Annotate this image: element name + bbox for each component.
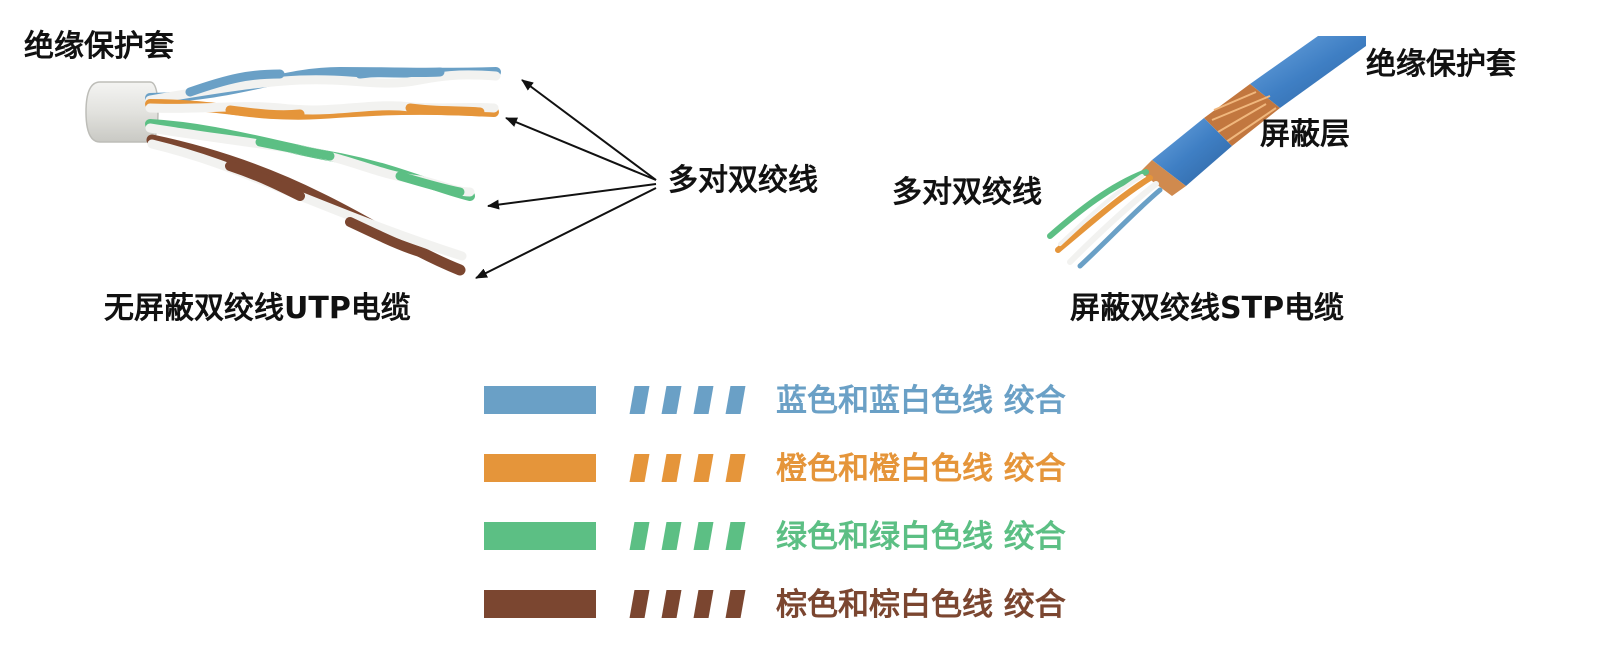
arrow-to-green-pair [487,183,657,210]
arrow-to-blue-pair [521,79,657,181]
legend-dash-swatch [725,454,746,482]
legend-dash-swatch [693,522,714,550]
utp-brown-pair [146,134,467,276]
legend-text: 棕色和棕白色线 绞合 [776,587,1066,623]
stp-pairs-label: 多对双绞线 [892,175,1042,210]
legend-dash-swatch [725,590,746,618]
legend-dash-swatch [661,590,682,618]
legend-solid-swatch [484,386,596,414]
legend-row-orange: 橙色和橙白色线 绞合 [484,452,1124,486]
utp-green-pair [145,119,475,201]
legend-dash-swatch [629,454,650,482]
utp-jacket [85,81,159,143]
legend-dash-swatch [693,590,714,618]
legend-solid-swatch [484,590,596,618]
legend-dash-swatch [661,522,682,550]
stp-inner-jacket [1152,118,1232,186]
arrow-to-brown-pair [475,187,657,279]
legend-dash-swatch [661,454,682,482]
legend-dash-swatch [629,522,650,550]
utp-blue-pair [145,66,501,105]
legend-row-blue: 蓝色和蓝白色线 绞合 [484,384,1124,418]
utp-cable [85,66,501,276]
pair-arrows [475,79,657,279]
stp-jacket-label: 绝缘保护套 [1366,47,1516,82]
legend-dash-swatch [693,454,714,482]
stp-outer-jacket [1250,36,1366,108]
legend-row-brown: 棕色和棕白色线 绞合 [484,588,1124,622]
utp-jacket-label: 绝缘保护套 [24,29,174,64]
legend-dash-swatch [661,386,682,414]
stp-pairs [1047,169,1163,269]
legend-dash-swatch [725,522,746,550]
legend-dash-swatch [629,386,650,414]
legend-text: 蓝色和蓝白色线 绞合 [776,383,1066,419]
legend-dash-swatch [629,590,650,618]
utp-orange-pair [145,99,499,120]
stp-cable [1047,36,1366,269]
legend-text: 橙色和橙白色线 绞合 [776,451,1066,487]
arrow-to-orange-pair [505,117,657,181]
utp-pairs-label: 多对双绞线 [668,163,818,198]
legend-solid-swatch [484,454,596,482]
legend-dash-swatch [725,386,746,414]
stp-shield-label: 屏蔽层 [1260,117,1350,152]
legend-dash-swatch [693,386,714,414]
legend-solid-swatch [484,522,596,550]
legend-row-green: 绿色和绿白色线 绞合 [484,520,1124,554]
legend-text: 绿色和绿白色线 绞合 [776,519,1066,555]
utp-caption: 无屏蔽双绞线UTP电缆 [104,291,411,326]
stp-caption: 屏蔽双绞线STP电缆 [1070,291,1345,326]
